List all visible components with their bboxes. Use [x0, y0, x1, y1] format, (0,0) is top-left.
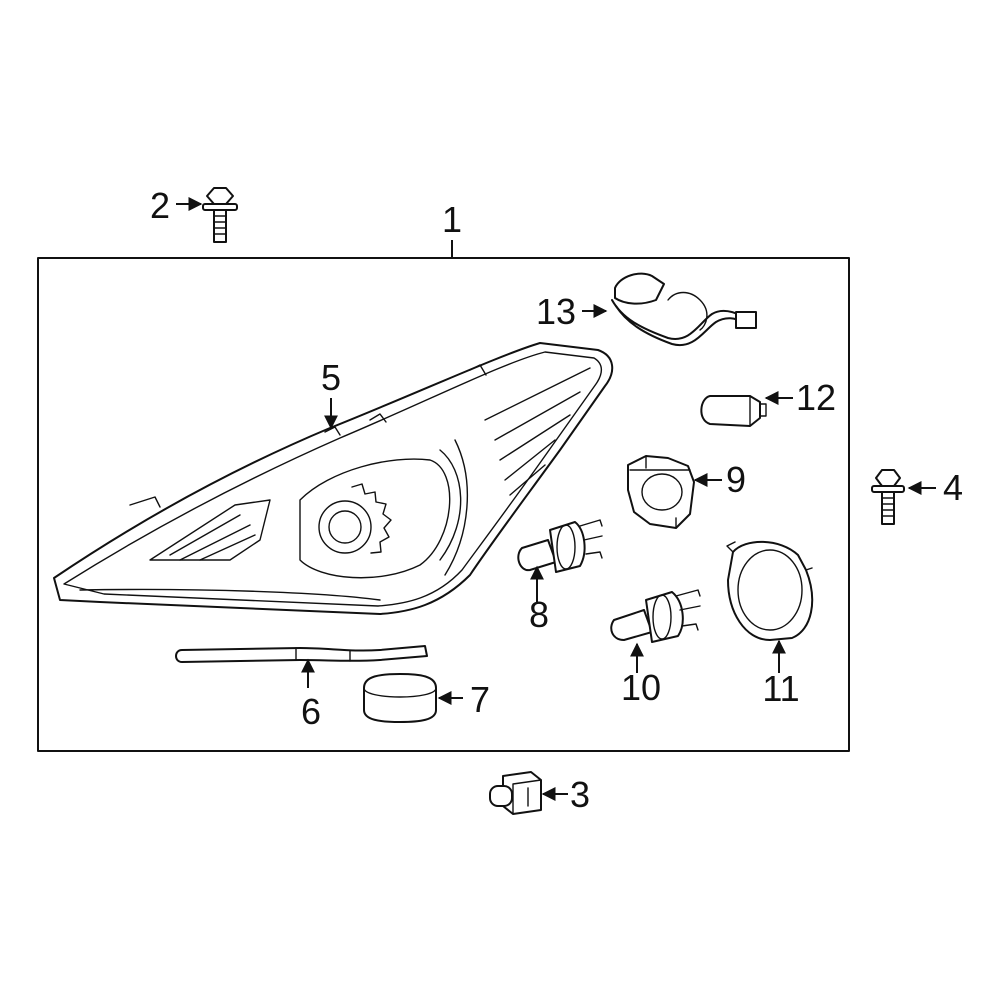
callout-12: 12 [796, 377, 836, 418]
dust-cover-icon[interactable] [726, 540, 814, 641]
callout-10: 10 [621, 667, 661, 708]
callout-5: 5 [321, 357, 341, 398]
bulb-socket-icon[interactable] [627, 455, 695, 529]
callout-1: 1 [442, 199, 462, 240]
side-marker-bulb-icon[interactable] [700, 395, 767, 427]
callout-3: 3 [570, 774, 590, 815]
callout-8: 8 [529, 594, 549, 635]
callout-7: 7 [470, 679, 490, 720]
high-beam-bulb-icon[interactable] [610, 589, 701, 643]
callout-6: 6 [301, 691, 321, 732]
callout-11: 11 [762, 668, 799, 709]
headlamp-housing-icon[interactable] [53, 342, 614, 615]
callout-9: 9 [726, 459, 746, 500]
callout-2: 2 [150, 185, 170, 226]
callout-13: 13 [536, 291, 576, 332]
side-bolt-icon[interactable] [871, 469, 905, 525]
upper-bolt-icon[interactable] [202, 187, 238, 243]
clip-nut-icon[interactable] [489, 771, 542, 815]
rubber-cap-icon[interactable] [363, 673, 437, 723]
seal-strip-icon[interactable] [175, 645, 428, 663]
wiring-harness-icon[interactable] [611, 272, 757, 347]
assembly-frame [37, 257, 850, 752]
low-beam-bulb-icon[interactable] [517, 519, 603, 573]
callout-4: 4 [943, 467, 963, 508]
